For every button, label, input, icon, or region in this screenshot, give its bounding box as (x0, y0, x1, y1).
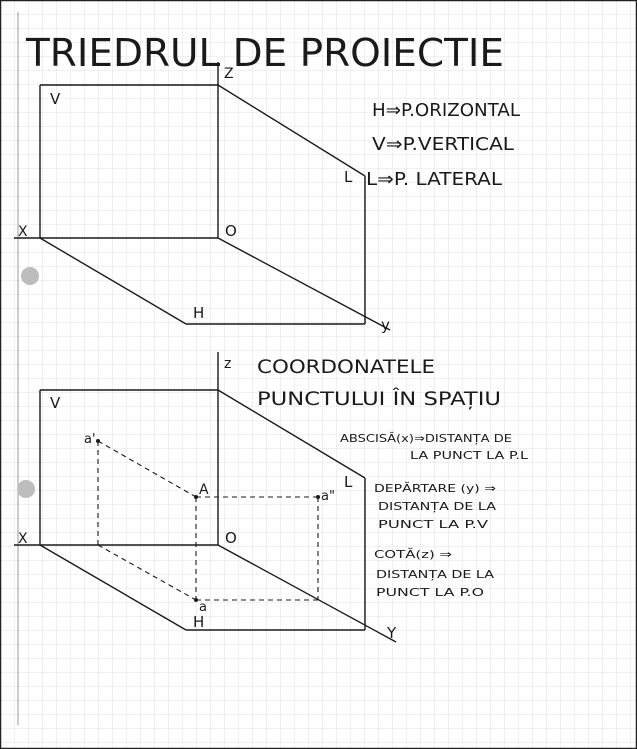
def-departare-line2: DISTANȚA DE LA (378, 500, 497, 513)
label-y: y (381, 316, 390, 334)
def-cota-line3: PUNCT LA P.O (376, 586, 484, 599)
legend-v: V⇒P.VERTICAL (372, 134, 514, 155)
point-a-second (316, 495, 320, 499)
label-v-2: V (50, 394, 61, 412)
l-plane-top-edge (217, 84, 366, 177)
label-z: Z (224, 66, 234, 82)
label-l-2: L (344, 473, 353, 491)
point-a-prime (96, 439, 100, 443)
legend-l: L⇒P. LATERAL (366, 169, 502, 190)
label-x-2: X (18, 531, 28, 547)
def-abscisa-line1: ABSCISĂ(x)⇒DISTANȚA DE (340, 432, 512, 445)
label-x: X (18, 224, 28, 240)
point-a-lower (194, 598, 198, 602)
h-plane-left-edge (39, 237, 187, 325)
label-point-a: A (199, 482, 209, 498)
y-axis-2 (217, 544, 397, 643)
label-a-prime: a' (84, 432, 96, 447)
label-h: H (193, 304, 204, 322)
point-coordinates-diagram: COORDONATELE PUNCTULUI ÎN SPAȚIU V z X O… (14, 352, 529, 643)
def-cota-line1: COTĂ(z) ⇒ (374, 548, 452, 561)
l-plane-top-edge-2 (217, 389, 366, 479)
label-v: V (50, 90, 61, 108)
label-o: O (225, 222, 237, 240)
section-title-line2: PUNCTULUI ÎN SPAȚIU (257, 387, 501, 410)
punch-hole-top (21, 267, 39, 285)
h-plane-left-edge-2 (39, 544, 187, 631)
proj-x-to-a (97, 544, 197, 601)
point-a (194, 495, 198, 499)
def-departare-line3: PUNCT LA P.V (378, 518, 489, 531)
trihedron-diagram: V Z X O H y L H⇒P.ORIZONTAL V⇒P.VERTICAL… (14, 62, 520, 334)
label-y-2: Y (386, 624, 397, 642)
def-cota-line2: DISTANȚA DE LA (376, 568, 495, 581)
def-departare-line1: DEPĂRTARE (y) ⇒ (374, 482, 496, 495)
label-h-2: H (193, 613, 204, 631)
label-o-2: O (225, 529, 237, 547)
label-a-lower: a (199, 600, 207, 615)
section-title-line1: COORDONATELE (257, 356, 435, 378)
label-z-2: z (224, 356, 231, 372)
page-title: TRIEDRUL DE PROIECTIE (25, 31, 504, 75)
label-a-second: a" (321, 489, 335, 504)
y-axis (217, 237, 391, 331)
label-l: L (344, 168, 353, 186)
punch-hole-bottom (17, 480, 35, 498)
proj-a-prime-to-a (97, 440, 197, 498)
def-abscisa-line2: LA PUNCT LA P.L (410, 449, 529, 462)
legend-h: H⇒P.ORIZONTAL (372, 100, 520, 121)
